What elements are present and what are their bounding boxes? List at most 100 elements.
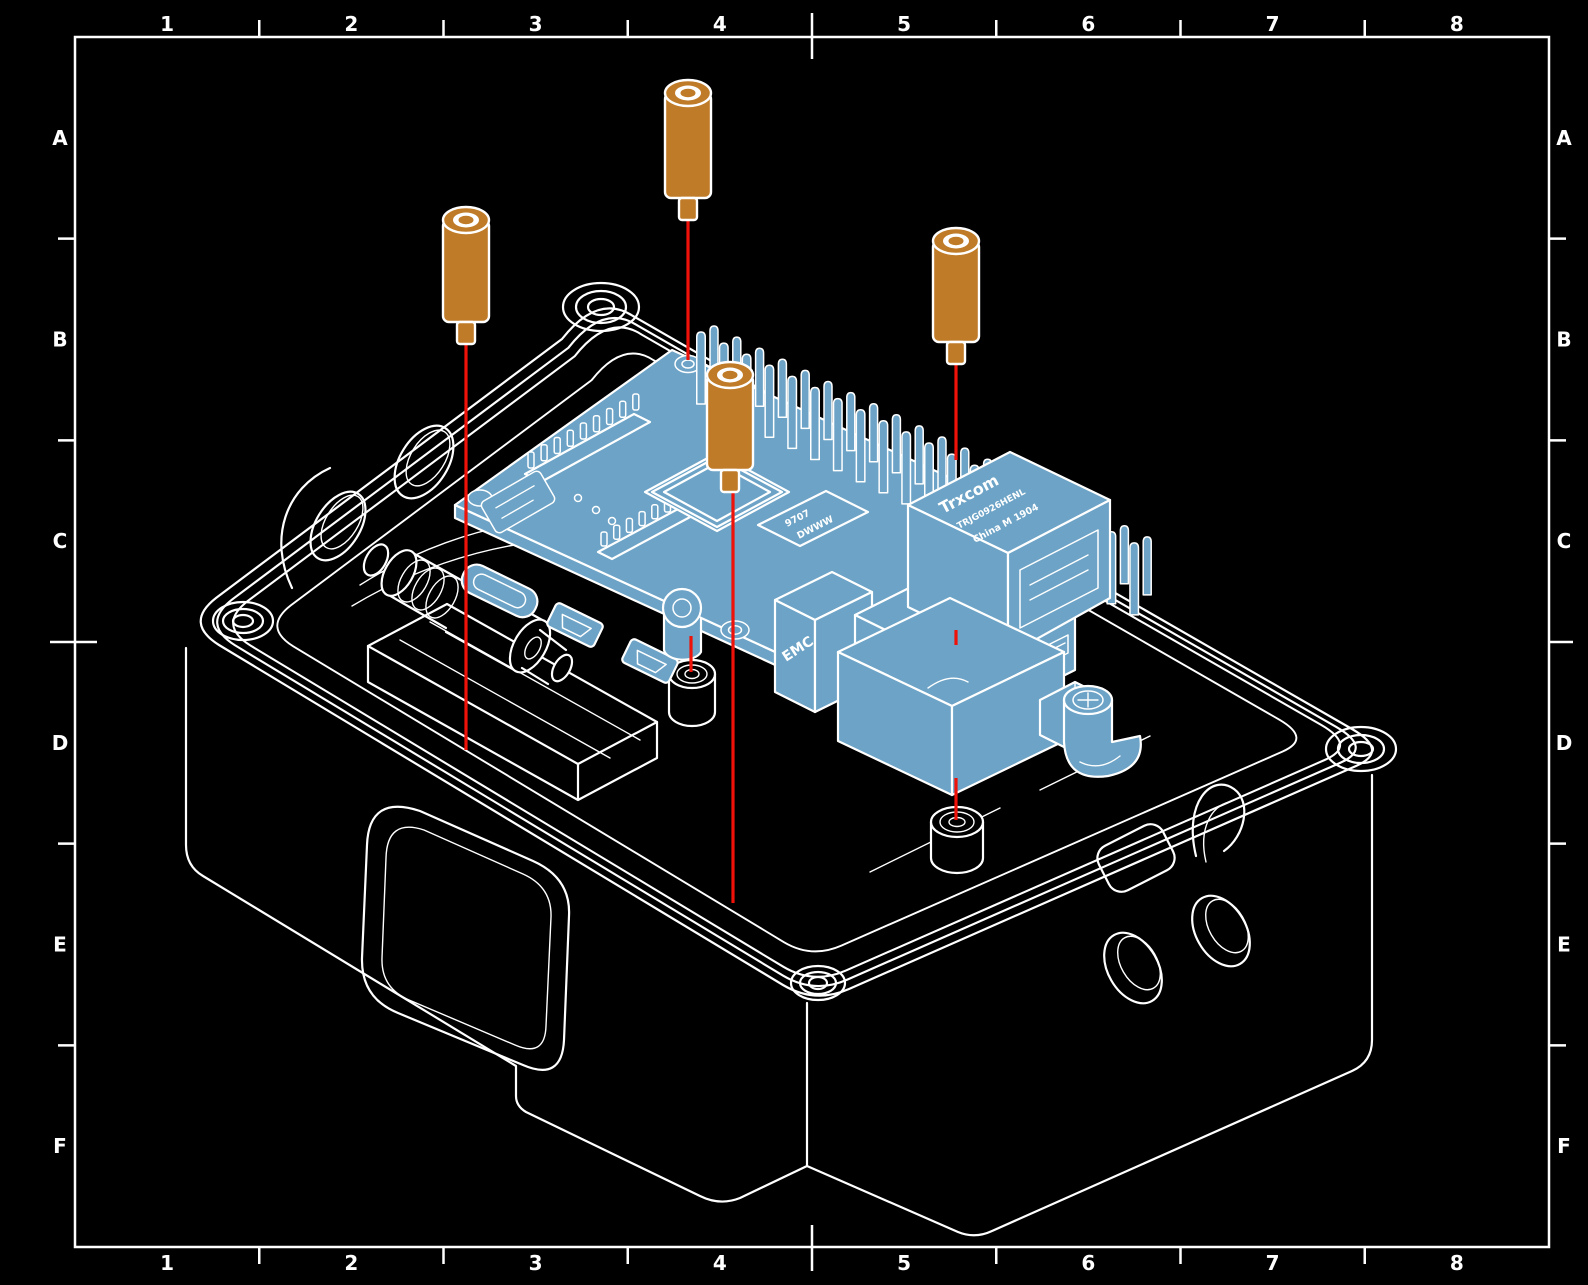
grid-col-label-bottom: 7 [1266,1251,1280,1275]
mounting-hole-near [720,620,750,640]
leader-lines [464,219,958,903]
usb-c-connector [460,563,539,619]
display-connector-teeth [527,393,640,469]
gpio-header-pins [696,325,1152,616]
grid-col-label-top: 3 [529,12,543,36]
gpio-pin [891,414,902,474]
brass-standoff-right [931,226,981,366]
mounting-hole-far [674,354,702,374]
grid-col-label-bottom: 6 [1081,1251,1095,1275]
micro-hdmi-connector-2 [621,638,679,684]
gpio-pin [810,386,820,461]
led-dots [573,493,617,526]
grid-row-label-right: A [1556,126,1572,150]
gpio-pin [754,347,765,407]
standoff-hole [680,88,696,98]
side-holes [1103,894,1251,1005]
gpio-pin [855,408,866,483]
grid-row-label-right: D [1556,731,1573,755]
grid-row-label-right: E [1557,933,1571,957]
grid-row-label-left: A [52,126,68,150]
grid-col-label-bottom: 5 [897,1251,911,1275]
connector-tooth [600,531,608,547]
connector-tooth [612,524,621,540]
grid-col-label-top: 5 [897,12,911,36]
grid-col-label-top: 1 [160,12,174,36]
grid-row-label-left: E [53,933,67,957]
connector-tooth [625,517,634,534]
grid-row-label-right: B [1556,328,1571,352]
connector-tooth [540,444,548,462]
grid-col-label-top: 2 [344,12,358,36]
standoff-stud [455,320,477,346]
window-cutout [360,805,571,1071]
gpio-pin [914,425,924,485]
grid-col-label-top: 7 [1266,12,1280,36]
grid-col-label-top: 4 [713,12,727,36]
grid-row-label-left: C [53,529,68,553]
grid-row-label-left: D [52,731,69,755]
standoff-stud [677,196,699,222]
gpio-pin [787,375,798,450]
side-block [1096,823,1176,893]
grid-col-label-bottom: 8 [1450,1251,1464,1275]
gpio-pin [937,436,947,496]
gpio-pin [764,364,775,439]
standoff-hole [458,215,474,225]
cpu-chip [643,451,791,533]
gpio-pin [1119,525,1130,585]
grid-col-label-bottom: 3 [529,1251,543,1275]
corner-screw-boss-left [211,600,275,642]
connector-tooth [618,400,627,418]
grid-col-label-top: 8 [1450,12,1464,36]
enclosure-outer-silhouette [184,646,1374,1237]
audio-jack [661,587,703,661]
gpio-pin [846,391,856,452]
mounting-boss-center [667,658,717,728]
module-highlight [927,677,969,689]
gpio-pin [1129,542,1140,616]
connector-tooth [579,422,588,440]
connector-tooth [527,451,535,469]
connector-tooth [651,504,659,520]
standoff-stud [945,340,967,366]
sd-card-slot [480,470,556,534]
grid-col-label-bottom: 2 [344,1251,358,1275]
grid-col-label-bottom: 1 [160,1251,174,1275]
brass-standoff-center [705,360,755,494]
mounting-boss-right [929,805,985,875]
grid-row-label-right: F [1557,1134,1571,1158]
corner-screw-boss-right [1324,725,1398,773]
gpio-pin [800,369,810,430]
gpio-pin [868,402,879,463]
corner-screw-boss-bottom [789,964,847,1002]
connector-tooth [553,436,561,455]
connector-tooth [605,407,614,426]
grid-col-label-top: 6 [1081,12,1095,36]
ethernet-jack: Trxcom TRJG0926HENL China M 1904 [906,450,1112,657]
grid-row-label-left: B [52,328,67,352]
gpio-pin [901,431,912,505]
cable-pass-ovals [280,424,455,590]
connector-tooth [592,415,601,433]
grid-col-label-bottom: 4 [713,1251,727,1275]
gpio-pin [1142,536,1152,596]
connector-tooth [638,510,646,527]
gpio-pin [777,358,788,419]
brass-standoff-top [663,78,713,222]
gpio-pin [696,331,706,405]
standoff-stud [719,468,741,494]
cable-hook [1191,783,1246,863]
connector-tooth [566,429,575,447]
brass-standoff-left [441,205,491,346]
micro-hdmi-connector-1 [546,602,604,648]
io-module [836,596,1142,797]
elbow-fitting [1062,684,1142,778]
gpio-pin [878,420,889,494]
standoff-hole [722,370,738,380]
brass-standoffs [441,78,981,494]
corner-screw-boss-top [561,281,641,333]
connector-tooth [632,393,640,411]
